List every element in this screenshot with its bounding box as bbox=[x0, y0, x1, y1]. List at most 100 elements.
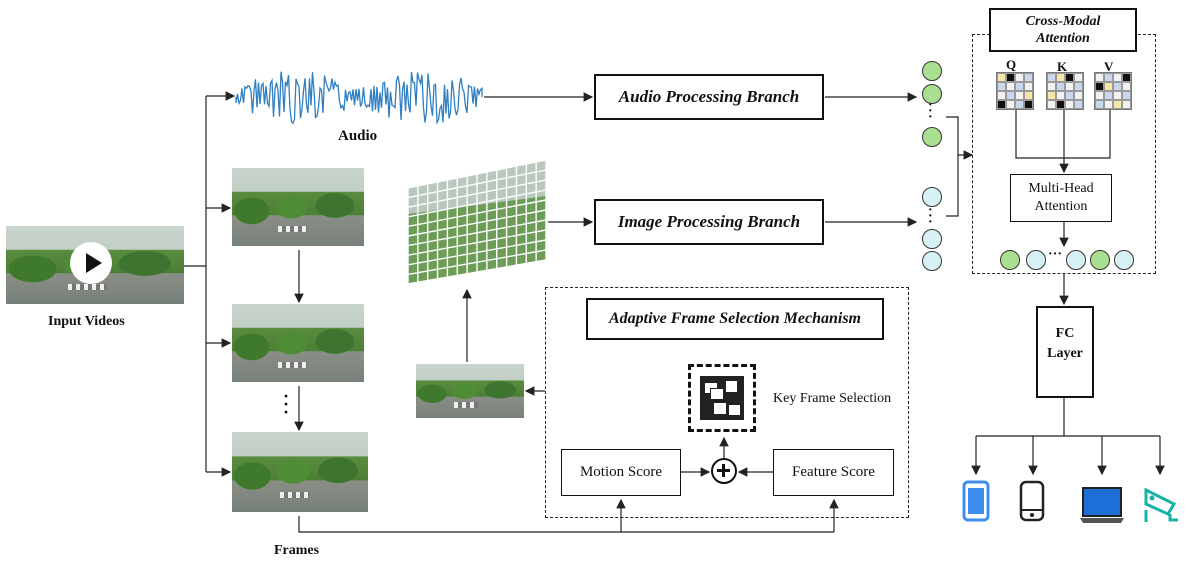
matrix-cell bbox=[1047, 82, 1056, 91]
feature-score-box: Feature Score bbox=[773, 449, 894, 496]
token-ellipsis: ··· bbox=[928, 203, 933, 230]
matrix-cell bbox=[1024, 91, 1033, 100]
fused-token bbox=[1090, 250, 1110, 270]
adaptive-frame-selection-container bbox=[545, 287, 909, 518]
matrix-cell bbox=[1113, 100, 1122, 109]
patch-grid-line bbox=[407, 239, 547, 266]
patch-grid-line bbox=[407, 229, 547, 256]
matrix-cell bbox=[1122, 73, 1131, 82]
frame-n bbox=[232, 432, 368, 512]
matrix-cell bbox=[1006, 91, 1015, 100]
query-matrix bbox=[996, 72, 1034, 110]
patch-grid-line bbox=[407, 249, 547, 276]
fused-token-ellipsis: ··· bbox=[1048, 247, 1063, 262]
image-token bbox=[922, 251, 942, 271]
patch-grid-line bbox=[407, 169, 547, 199]
patch-grid-line bbox=[407, 259, 547, 285]
selected-key-frame bbox=[416, 364, 524, 418]
image-processing-branch: Image Processing Branch bbox=[594, 199, 824, 245]
matrix-cell bbox=[997, 73, 1006, 82]
patched-frame-image bbox=[407, 159, 547, 285]
matrix-cell bbox=[1006, 73, 1015, 82]
audio-label: Audio bbox=[338, 128, 378, 144]
phone-icon bbox=[1019, 480, 1045, 522]
matrix-cell bbox=[1113, 91, 1122, 100]
matrix-cell bbox=[997, 100, 1006, 109]
audio-token bbox=[922, 127, 942, 147]
mha-line2: Attention bbox=[1034, 199, 1088, 214]
sum-operator-icon bbox=[711, 458, 737, 484]
camera-icon bbox=[1144, 487, 1178, 522]
patch-grid-line bbox=[407, 219, 547, 247]
matrix-cell bbox=[1024, 100, 1033, 109]
motion-score-box: Motion Score bbox=[561, 449, 681, 496]
adaptive-frame-selection-title: Adaptive Frame Selection Mechanism bbox=[586, 298, 884, 340]
key-frame-selection-icon bbox=[688, 364, 756, 432]
matrix-cell bbox=[1056, 73, 1065, 82]
token-ellipsis: ··· bbox=[928, 98, 933, 125]
v-label: V bbox=[1104, 59, 1114, 74]
matrix-cell bbox=[1095, 82, 1104, 91]
cross-modal-title-line1: Cross-Modal bbox=[1025, 14, 1101, 29]
frame-ellipsis: ··· bbox=[283, 386, 290, 422]
frame-2 bbox=[232, 304, 364, 382]
matrix-cell bbox=[1113, 82, 1122, 91]
patch-grid-line bbox=[407, 179, 547, 208]
frame-1 bbox=[232, 168, 364, 246]
matrix-cell bbox=[1024, 82, 1033, 91]
fused-token bbox=[1000, 250, 1020, 270]
matrix-cell bbox=[1047, 73, 1056, 82]
matrix-cell bbox=[1047, 100, 1056, 109]
audio-processing-branch: Audio Processing Branch bbox=[594, 74, 824, 120]
audio-waveform bbox=[235, 71, 483, 125]
cross-modal-attention-title: Cross-Modal Attention bbox=[989, 8, 1137, 52]
matrix-cell bbox=[1065, 82, 1074, 91]
matrix-cell bbox=[997, 91, 1006, 100]
fused-token bbox=[1114, 250, 1134, 270]
matrix-cell bbox=[997, 82, 1006, 91]
patch-grid-line bbox=[407, 199, 547, 228]
cross-modal-title-line2: Attention bbox=[1036, 31, 1090, 46]
fused-token bbox=[1066, 250, 1086, 270]
laptop-icon bbox=[1080, 487, 1124, 523]
matrix-cell bbox=[1104, 73, 1113, 82]
matrix-cell bbox=[1095, 73, 1104, 82]
matrix-cell bbox=[1095, 91, 1104, 100]
matrix-cell bbox=[1104, 91, 1113, 100]
matrix-cell bbox=[1015, 73, 1024, 82]
frames-label: Frames bbox=[274, 543, 320, 558]
matrix-cell bbox=[1056, 91, 1065, 100]
image-token bbox=[922, 187, 942, 207]
matrix-cell bbox=[1104, 100, 1113, 109]
tablet-icon bbox=[962, 480, 990, 522]
matrix-cell bbox=[1015, 91, 1024, 100]
multi-head-attention-box: Multi-Head Attention bbox=[1010, 174, 1112, 222]
play-icon[interactable] bbox=[70, 242, 112, 284]
fused-token bbox=[1026, 250, 1046, 270]
patch-grid-line bbox=[407, 159, 547, 189]
matrix-cell bbox=[1065, 91, 1074, 100]
matrix-cell bbox=[1065, 100, 1074, 109]
matrix-cell bbox=[1056, 100, 1065, 109]
value-matrix bbox=[1094, 72, 1132, 110]
fc-line1: FC bbox=[1055, 326, 1075, 341]
mha-line1: Multi-Head bbox=[1028, 181, 1094, 196]
matrix-cell bbox=[1122, 91, 1131, 100]
matrix-cell bbox=[1024, 73, 1033, 82]
matrix-cell bbox=[1015, 82, 1024, 91]
image-token bbox=[922, 229, 942, 249]
k-label: K bbox=[1057, 59, 1068, 74]
matrix-cell bbox=[1074, 73, 1083, 82]
audio-token bbox=[922, 61, 942, 81]
matrix-cell bbox=[1065, 73, 1074, 82]
matrix-cell bbox=[1047, 91, 1056, 100]
q-label: Q bbox=[1006, 57, 1017, 72]
key-frame-selection-label: Key Frame Selection bbox=[773, 391, 892, 406]
matrix-cell bbox=[1006, 82, 1015, 91]
matrix-cell bbox=[1056, 82, 1065, 91]
matrix-cell bbox=[1113, 73, 1122, 82]
audio-token bbox=[922, 84, 942, 104]
matrix-cell bbox=[1074, 91, 1083, 100]
patch-grid-line bbox=[407, 189, 547, 218]
